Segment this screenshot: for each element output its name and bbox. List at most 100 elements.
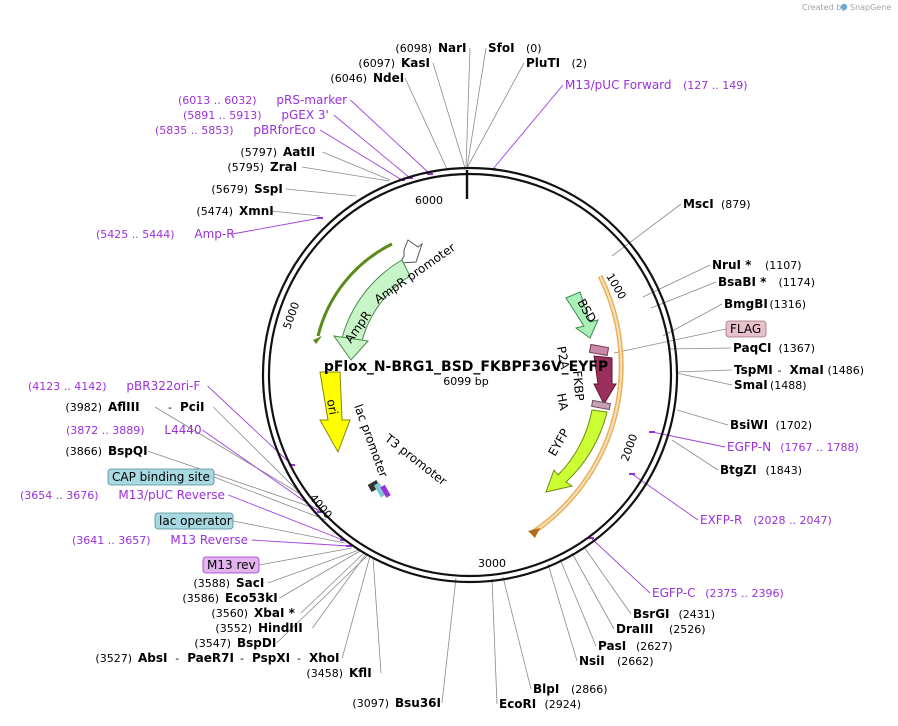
site-pluti[interactable]: PluTI (2)	[526, 56, 587, 70]
leader-line	[441, 577, 457, 704]
plasmid-length: 6099 bp	[443, 375, 488, 388]
leader-line	[583, 546, 632, 615]
site-name: XmnI	[239, 204, 274, 218]
primer-egfp-n[interactable]: EGFP-N(1767 .. 1788)	[727, 440, 859, 454]
site-bspqi[interactable]: (3866)BspQI	[65, 444, 147, 458]
leader-line	[571, 552, 615, 630]
site-position: (1174)	[779, 276, 816, 289]
site-bsrgi[interactable]: BsrGI(2431)	[633, 607, 715, 621]
leader-line	[312, 553, 367, 629]
site-group-absi-paer7i-pspxi-xhoi[interactable]: (3527)AbsI-PaeR7I-PspXI-XhoI	[95, 651, 339, 665]
site-name: PluTI	[526, 56, 560, 70]
site-bsu36i[interactable]: (3097) Bsu36I	[352, 696, 441, 710]
primer-name: M13/pUC Reverse	[118, 488, 224, 502]
site-name: EcoRI	[499, 697, 536, 711]
feature-amp-promoter[interactable]	[399, 239, 423, 264]
site-tspmi[interactable]: TspMI-XmaI(1486)	[734, 363, 864, 377]
site-nsii[interactable]: NsiI(2662)	[579, 654, 654, 668]
site-nari[interactable]: (6098)NarI	[395, 41, 466, 55]
site-position: (1702)	[776, 419, 813, 432]
site-draiii[interactable]: DraIII(2526)	[616, 622, 706, 636]
primer-l4440[interactable]: (3872 .. 3889)L4440	[66, 423, 202, 437]
site-bmgbi[interactable]: BmgBI(1316)	[724, 297, 806, 311]
site-name: KasI	[401, 56, 430, 70]
site-separator: -	[168, 401, 172, 414]
site-bspdi[interactable]: (3547)BspDI	[194, 636, 276, 650]
primer-egfp-c[interactable]: EGFP-C(2375 .. 2396)	[652, 586, 784, 600]
primer-name: M13/pUC Forward	[565, 78, 672, 92]
site-name: BspDI	[237, 636, 276, 650]
site-blpi[interactable]: BlpI(2866)	[533, 682, 608, 696]
site-pasi[interactable]: PasI(2627)	[598, 639, 673, 653]
site-name: BtgZI	[720, 463, 757, 477]
site-sfoi[interactable]: SfoI(0)	[488, 41, 542, 55]
site-group-pcii[interactable]: -PciI	[168, 400, 205, 414]
primer-prs-marker[interactable]: (6013 .. 6032)pRS-marker	[178, 93, 347, 107]
primer-position: (5835 .. 5853)	[155, 124, 234, 137]
label-fkbp: FKBP	[570, 370, 587, 401]
primer-m13-puc-forward[interactable]: M13/pUC Forward(127 .. 149)	[565, 78, 748, 92]
site-btgzi[interactable]: BtgZI(1843)	[720, 463, 802, 477]
site-bsiwi[interactable]: BsiWI(1702)	[730, 418, 812, 432]
site-ecori[interactable]: EcoRI(2924)	[499, 697, 581, 711]
feature-ori[interactable]	[319, 371, 351, 454]
primer-leader-line	[232, 217, 321, 235]
feature-ha[interactable]	[591, 399, 611, 411]
site-name: Bsu36I	[395, 696, 441, 710]
primer-leader-line	[251, 539, 350, 547]
leader-line	[613, 328, 727, 354]
box-label-text: FLAG	[730, 322, 761, 336]
credit-brand: SnapGene	[850, 3, 891, 12]
site-eco53ki[interactable]: (3586)Eco53kI	[182, 591, 277, 605]
feature-eyfp[interactable]	[545, 409, 608, 493]
amp-r-accent-arc	[316, 242, 393, 337]
primer-exfp-r[interactable]: EXFP-R(2028 .. 2047)	[700, 513, 832, 527]
site-saci[interactable]: (3588)SacI	[193, 576, 264, 590]
site-sspi[interactable]: (5679)SspI	[211, 182, 282, 196]
primer-m13-puc-reverse[interactable]: (3654 .. 3676)M13/pUC Reverse	[20, 488, 225, 502]
feature-fkbp[interactable]	[593, 355, 617, 406]
site-position: (1486)	[828, 364, 865, 377]
site-paqci[interactable]: PaqCI(1367)	[733, 341, 815, 355]
feature-lac-promoter[interactable]	[367, 480, 381, 492]
primer-position: (4123 .. 4142)	[28, 380, 107, 393]
site-hindiii[interactable]: (3552)HindIII	[215, 621, 302, 635]
site-smai[interactable]: SmaI(1488)	[734, 378, 807, 392]
site-msci[interactable]: MscI(879)	[683, 197, 751, 211]
site-afliii[interactable]: (3982)AflIII	[65, 400, 139, 414]
primer-name: Amp-R	[194, 227, 234, 241]
feature-cap-site[interactable]	[373, 482, 387, 498]
site-nrui[interactable]: NruI *(1107)	[712, 258, 802, 272]
site-ndei[interactable]: (6046)NdeI	[330, 71, 404, 85]
site-aatii[interactable]: (5797)AatII	[240, 145, 315, 159]
primer-labels: (6013 .. 6032)pRS-marker(5891 .. 5913)pG…	[20, 78, 859, 600]
primer-pbrforeco[interactable]: (5835 .. 5853)pBRforEco	[155, 123, 316, 137]
site-position: (2)	[572, 57, 588, 70]
site-position: (2526)	[669, 623, 706, 636]
primer-position: (2028 .. 2047)	[753, 514, 832, 527]
primer-pgex-3[interactable]: (5891 .. 5913)pGEX 3'	[183, 108, 329, 122]
site-zrai[interactable]: (5795)ZraI	[227, 160, 297, 174]
box-label-m13-rev[interactable]: M13 rev	[202, 556, 260, 574]
site-xmni[interactable]: (5474)XmnI	[196, 204, 273, 218]
site-kfli[interactable]: (3458)KflI	[306, 666, 371, 680]
primer-amp-r[interactable]: (5425 .. 5444)Amp-R	[96, 227, 235, 241]
site-name: BmgBI	[724, 297, 768, 311]
site-kasi[interactable]: (6097)KasI	[358, 56, 430, 70]
primer-m13-reverse[interactable]: (3641 .. 3657)M13 Reverse	[72, 533, 248, 547]
feature-bsd[interactable]	[565, 291, 599, 339]
site-position: (3097)	[352, 697, 389, 710]
site-position: (1367)	[779, 342, 816, 355]
site-name: PasI	[598, 639, 626, 653]
site-name: NarI	[438, 41, 467, 55]
feature-t3-promoter[interactable]	[380, 484, 391, 498]
box-label-cap-binding-site[interactable]: CAP binding site	[107, 468, 215, 486]
primer-pbr322ori-f[interactable]: (4123 .. 4142)pBR322ori-F	[28, 379, 200, 393]
box-label-lac-operator[interactable]: lac operator	[154, 512, 234, 530]
primer-leader-line	[333, 114, 411, 179]
box-label-flag[interactable]: FLAG	[725, 320, 767, 338]
site-bsabi[interactable]: BsaBI *(1174)	[718, 275, 815, 289]
site-xbai[interactable]: (3560)XbaI *	[211, 606, 295, 620]
feature-p2a[interactable]	[588, 343, 610, 357]
